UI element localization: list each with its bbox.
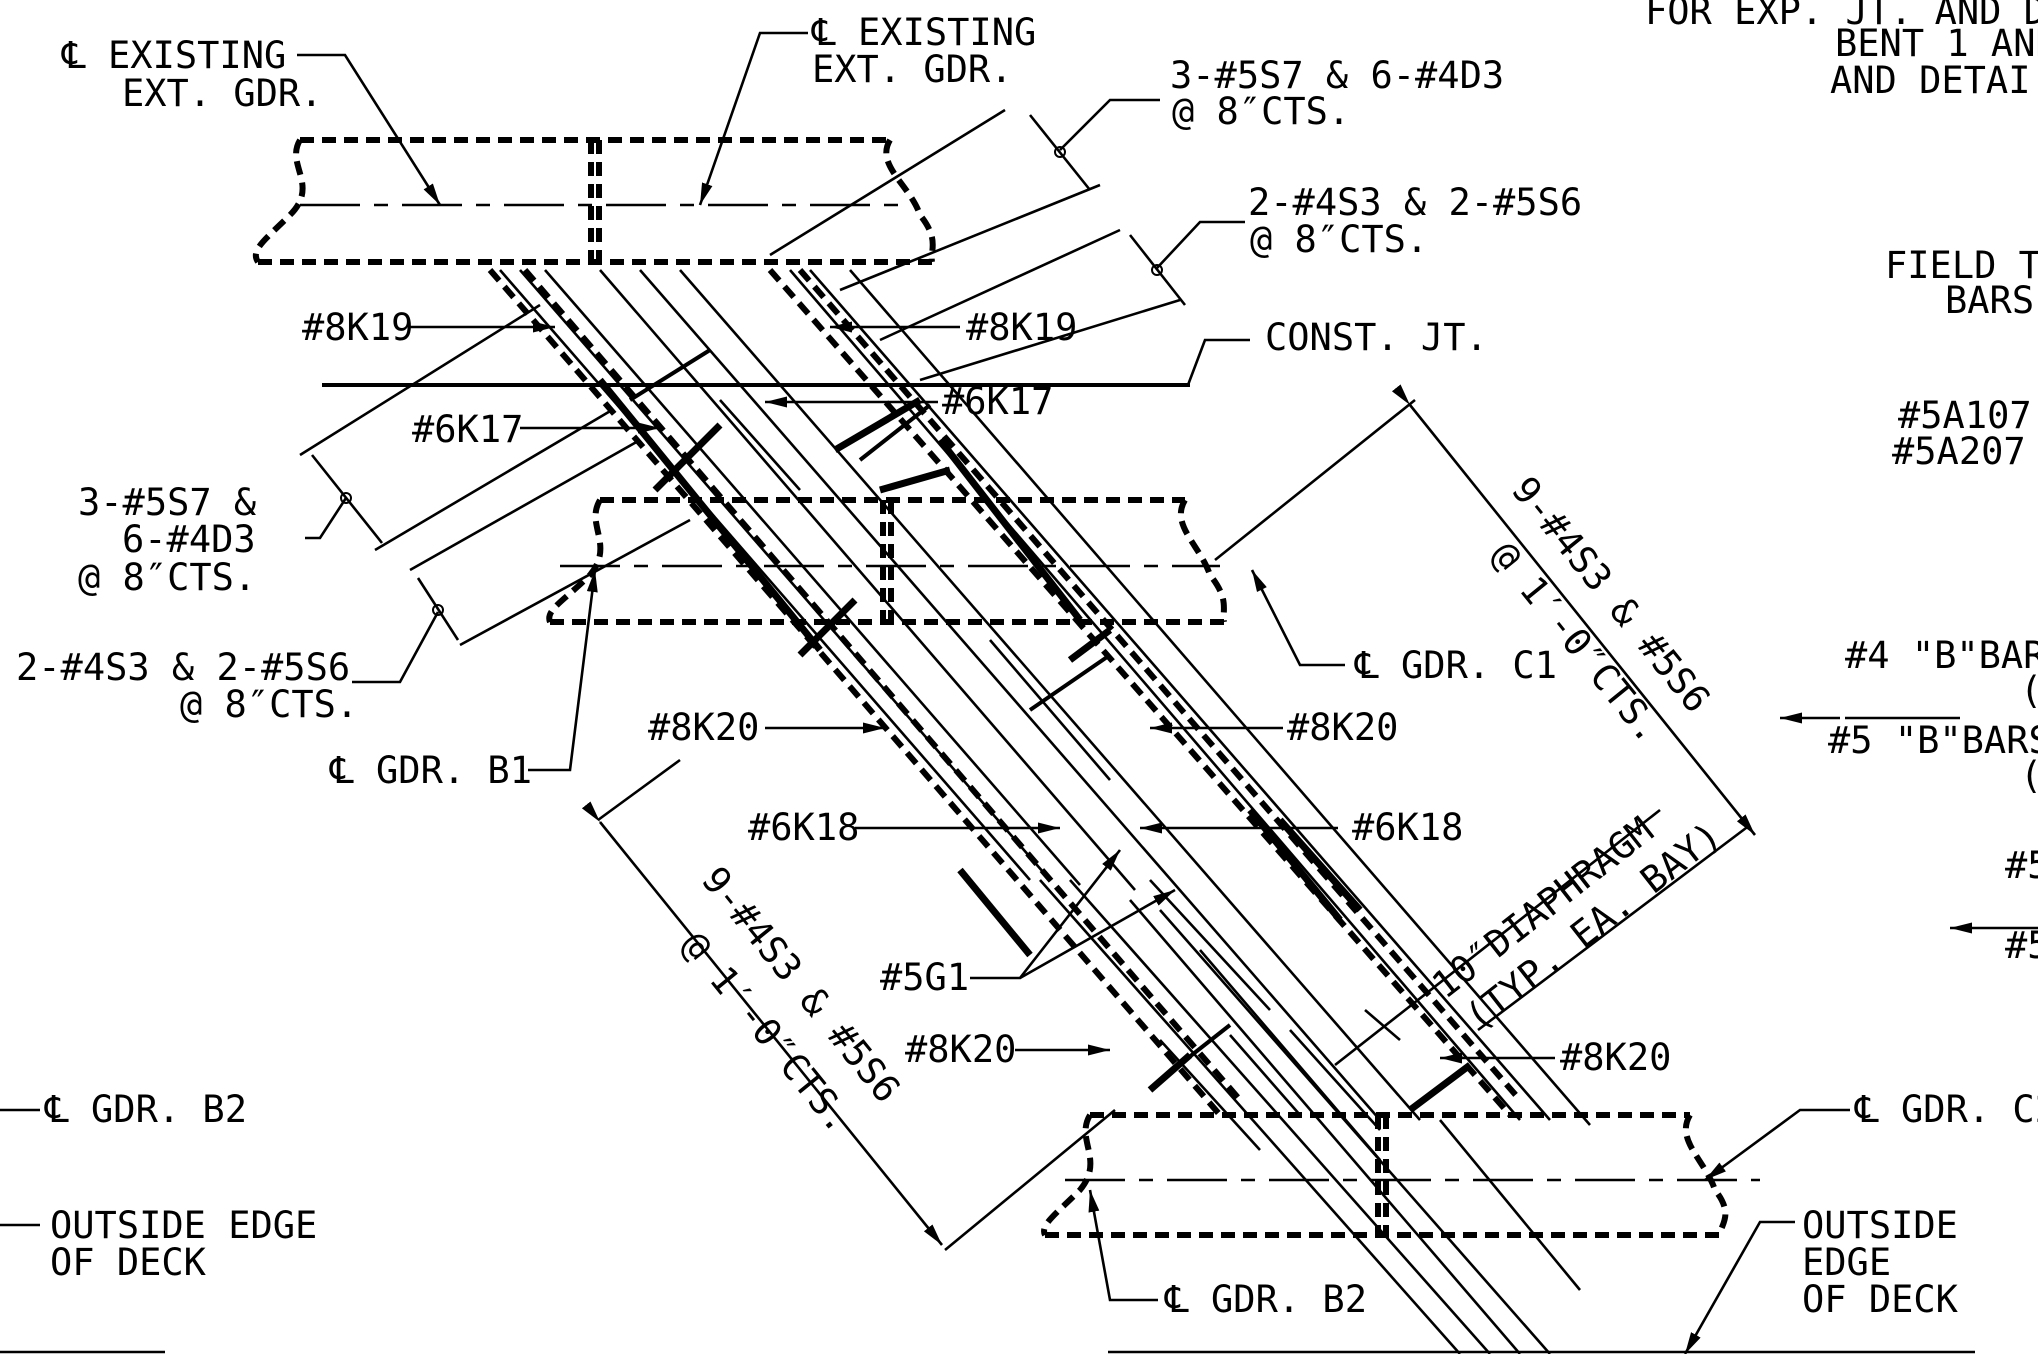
transverse-ties [628,348,1473,1113]
k19-right-label: #8K19 [966,306,1077,349]
k19-left-label: #8K19 [302,306,413,349]
k20-right-lower-label: #8K20 [1560,1036,1671,1079]
gdr-c2-label: ℄ GDR. C2 [1854,1088,2038,1131]
edge-left-label: OUTSIDE EDGE [50,1204,317,1247]
k20-left-lower-label: #8K20 [905,1028,1016,1071]
girder-b2-c2-outline [1041,1112,1760,1238]
b-bars-4-paren: ( [2020,669,2038,712]
note-top-label-2: BENT 1 AND [1835,22,2038,65]
bars-5s7-left-label-3: @ 8″CTS. [78,556,256,599]
gdr-c1-label: ℄ GDR. C1 [1354,644,1557,687]
gdr-b2-bottom-label: ℄ GDR. B2 [1164,1278,1367,1321]
bars-5s7-top-label: 3-#5S7 & 6-#4D3 [1170,54,1504,97]
construction-joint-leader [1186,338,1250,386]
k20-right-upper-label: #8K20 [1287,706,1398,749]
note-top-label-3: AND DETAI [1830,59,2030,102]
existing-gdr-left-label-2: EXT. GDR. [122,72,322,115]
existing-gdr-mid-label: ℄ EXISTING [811,11,1036,54]
bars-5s7-left-label-2: 6-#4D3 [122,518,256,561]
g1-label: #5G1 [880,956,969,999]
k17-right-label: #6K17 [942,380,1053,423]
dimension-lines [299,108,1757,1252]
bars-4s3-top-label: 2-#4S3 & 2-#5S6 [1248,181,1582,224]
k17-left-label: #6K17 [412,408,523,451]
field-label-2: BARS [1945,279,2034,322]
existing-girder-outline [252,137,936,265]
diagonal-rebar-lines [499,269,1591,1354]
edge-right-label-3: OF DECK [1802,1278,1959,1321]
k18-right-label: #6K18 [1352,806,1463,849]
edge-left-label-2: OF DECK [50,1241,207,1284]
bars-5s7-left-label: 3-#5S7 & [78,481,257,524]
note-top-label: FOR EXP. JT. AND DI [1645,0,2038,33]
diaphragm-dashed-edges [487,268,1523,1117]
k18-left-label: #6K18 [748,806,859,849]
edge-right-label: OUTSIDE [1802,1204,1958,1247]
bars-5s7-top-label-2: @ 8″CTS. [1172,90,1350,133]
gdr-b1-label: ℄ GDR. B1 [329,749,532,792]
bars-4s3-top-label-2: @ 8″CTS. [1250,218,1428,261]
bars-4s3-left-label-2: @ 8″CTS. [180,683,358,726]
labels: ℄ EXISTING EXT. GDR. ℄ EXISTING EXT. GDR… [16,0,2038,1321]
bars-4s3-left-label: 2-#4S3 & 2-#5S6 [16,646,350,689]
edge-crop-label-2: #5 [2005,924,2038,967]
gdr-b2-left-label: ℄ GDR. B2 [44,1088,247,1131]
existing-gdr-left-label: ℄ EXISTING [61,34,286,77]
leader-lines [0,31,2038,1354]
diagonal-bold-bars [597,377,1363,958]
a207-label: #5A207 [1892,430,2026,473]
b-bars-5-label: #5 "B"BARS [1828,719,2038,762]
b-bars-5-paren: ( [2020,754,2038,797]
edge-right-label-2: EDGE [1802,1241,1891,1284]
b-bars-4-label: #4 "B"BARS [1845,634,2038,677]
const-jt-label: CONST. JT. [1265,316,1488,359]
field-label: FIELD T [1885,244,2038,287]
k20-left-upper-label: #8K20 [648,706,759,749]
a107-label: #5A107 [1898,394,2032,437]
existing-gdr-mid-label-2: EXT. GDR. [812,48,1012,91]
edge-crop-label: #5 [2005,844,2038,887]
